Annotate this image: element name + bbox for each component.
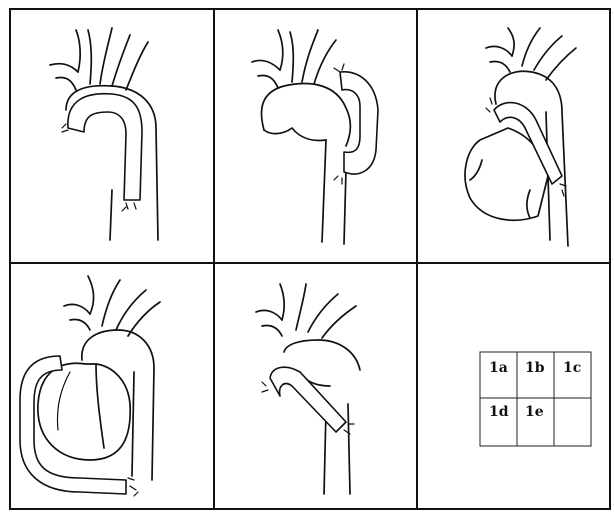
graft-1b [339, 71, 379, 175]
panel-frame [9, 8, 611, 510]
key-label-1b: 1b [525, 360, 545, 376]
panel-1b-drawing [251, 29, 379, 245]
panel-1c-drawing [464, 27, 577, 247]
key-cell-1c [553, 351, 592, 399]
graft-1a [67, 92, 143, 201]
panel-key: 1a 1b 1c 1d 1e [479, 351, 592, 447]
graft-1c [493, 101, 563, 185]
key-label-1e: 1e [525, 404, 544, 420]
panel-1e-drawing [255, 283, 361, 495]
graft-1e [269, 366, 347, 433]
panel-1d-drawing [19, 275, 161, 497]
key-label-1c: 1c [563, 360, 581, 376]
key-cell-empty [553, 397, 592, 447]
key-label-1a: 1a [489, 360, 508, 376]
key-label-1d: 1d [489, 404, 509, 420]
key-cell-1a [479, 351, 518, 399]
key-cell-1e [516, 397, 555, 447]
graft-1d [19, 355, 127, 495]
key-cell-1d [479, 397, 518, 447]
panel-1a-drawing [49, 27, 159, 241]
